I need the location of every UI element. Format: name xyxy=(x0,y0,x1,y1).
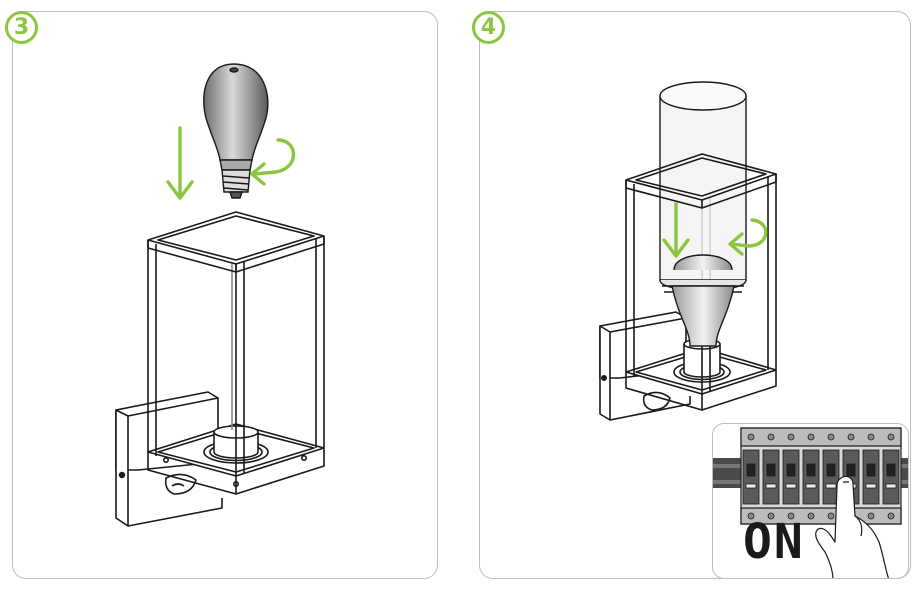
hand-icon xyxy=(815,475,890,578)
circuit-breaker-illustration xyxy=(713,427,908,578)
switch-on-label: ON xyxy=(743,514,805,570)
step-number-badge-4: 4 xyxy=(472,11,505,44)
breaker-modules xyxy=(742,433,900,520)
step-4-arrows xyxy=(662,202,768,258)
breaker-panel-inset: ON xyxy=(712,423,909,579)
step-4-lamp xyxy=(599,174,777,421)
step-3-bulb xyxy=(203,63,269,199)
step-3-arrows xyxy=(166,126,295,200)
step-4-glass-shade xyxy=(659,81,747,347)
step-number-badge-3: 3 xyxy=(5,11,38,44)
step-3-lamp xyxy=(115,211,325,527)
